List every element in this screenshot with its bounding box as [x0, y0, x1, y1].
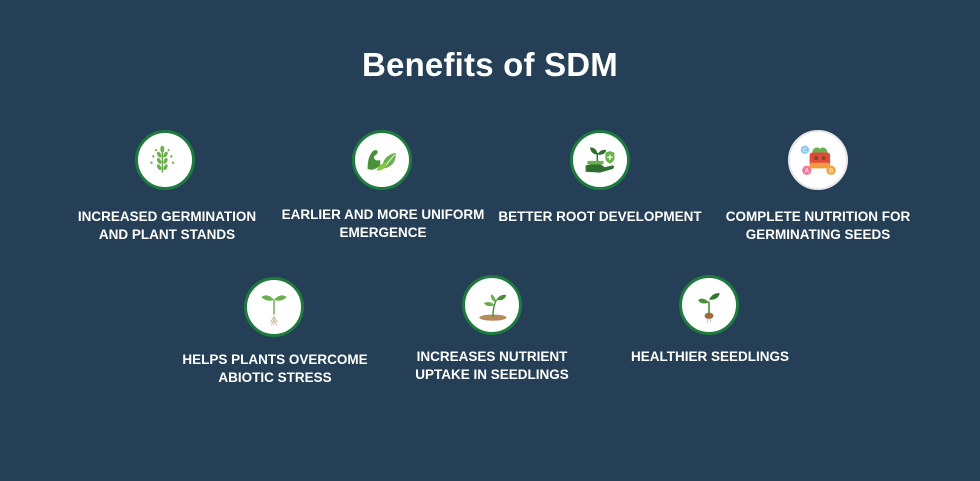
- benefit-label-line2: EMERGENCE: [339, 225, 427, 240]
- benefit-label-line1: BETTER ROOT DEVELOPMENT: [498, 209, 702, 224]
- benefit-label-line2: UPTAKE IN SEEDLINGS: [415, 367, 569, 382]
- benefit-label-line1: HEALTHIER SEEDLINGS: [630, 349, 789, 364]
- seedling-soil-icon: [462, 275, 522, 335]
- svg-text:B: B: [829, 168, 833, 175]
- benefit-label-line1: INCREASED GERMINATION: [77, 209, 257, 224]
- benefit-label-line2: AND PLANT STANDS: [98, 227, 236, 242]
- svg-text:A: A: [805, 168, 810, 175]
- sprout-roots-icon: [244, 277, 304, 337]
- benefit-label-line1: INCREASES NUTRIENT: [416, 349, 568, 364]
- benefit-label-line2: ABIOTIC STRESS: [218, 370, 332, 385]
- benefit-label-line1: EARLIER AND MORE UNIFORM: [281, 207, 485, 222]
- benefit-label-line2: GERMINATING SEEDS: [745, 227, 891, 242]
- wheat-icon: [135, 130, 195, 190]
- strong-arm-leaf-icon: [352, 130, 412, 190]
- hand-plant-shield-icon: [570, 130, 630, 190]
- page-title: Benefits of SDM: [361, 46, 618, 83]
- seed-sprout-icon: [679, 275, 739, 335]
- benefit-label-line1: COMPLETE NUTRITION FOR: [725, 209, 911, 224]
- nutrition-basket-icon: C A B: [788, 130, 848, 190]
- benefit-label-line1: HELPS PLANTS OVERCOME: [182, 352, 368, 367]
- svg-text:C: C: [803, 148, 807, 154]
